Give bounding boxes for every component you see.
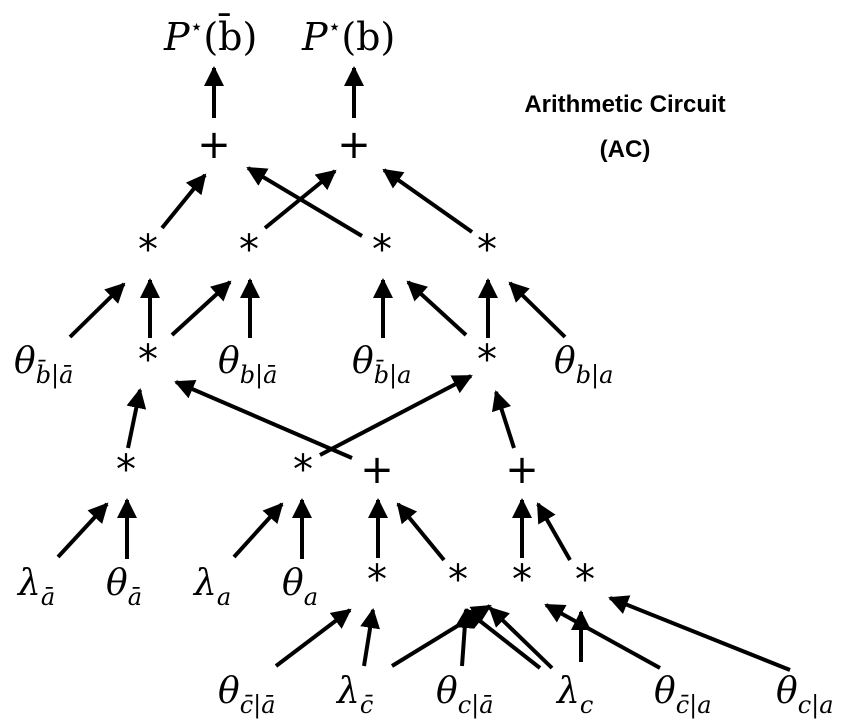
times-node-l2-4: * — [477, 227, 497, 273]
edge-t4-to-plusR — [382, 168, 474, 234]
times-node-l5-2: * — [448, 557, 468, 603]
output-p-b-arg: (b) — [341, 15, 395, 59]
edge-thncna-to-s51 — [274, 608, 352, 668]
leaf-theta-c-na: θc|ā — [436, 671, 494, 720]
leaf-theta-nb-a: θb̄|a — [352, 341, 411, 390]
output-p-b-star: ⋆ — [328, 15, 342, 40]
output-p-not-b-base: P — [163, 15, 191, 59]
output-p-b: P⋆(b) — [301, 15, 395, 59]
leaf-theta-na: θā — [106, 563, 142, 611]
times-node-l2-1: * — [138, 227, 158, 273]
diagram-title-line2: (AC) — [600, 136, 651, 163]
leaf-lambda-nc: λc̄ — [335, 671, 373, 719]
edge-thba-to-t4 — [508, 281, 567, 339]
edge-t1-to-plusL — [160, 173, 207, 230]
edge-thcna-to-s52 — [454, 608, 475, 667]
edge-s54-to-plusR — [536, 502, 572, 561]
times-node-l2-2: * — [239, 227, 259, 273]
times-node-l4-mid: * — [293, 447, 313, 493]
times-node-l2-3: * — [372, 227, 392, 273]
edge-thnca-to-s54 — [544, 603, 661, 670]
edge-mM-to-sR — [319, 374, 473, 457]
edge-lc-to-s52 — [488, 606, 554, 670]
edge-s52-to-plusM — [396, 502, 446, 562]
diagram-title-line1: Arithmetic Circuit — [524, 91, 725, 118]
output-p-not-b: P⋆(b̄) — [163, 14, 257, 59]
edge-lc-to-s53 — [464, 608, 542, 670]
leaf-theta-b-na: θb|ā — [218, 341, 277, 390]
times-node-l5-1: * — [367, 557, 387, 603]
edge-plusR4-to-sR — [491, 390, 516, 449]
leaf-lambda-c: λc — [555, 671, 593, 719]
leaf-theta-nc-na: θc̄|ā — [218, 671, 276, 720]
edge-thca-to-s54 — [608, 595, 791, 672]
plus-node-right: + — [337, 122, 371, 168]
times-node-l5-3: * — [512, 557, 532, 603]
edge-lnc-to-s51 — [360, 608, 381, 667]
leaf-lambda-a: λa — [192, 563, 231, 611]
times-node-l4-left: * — [116, 447, 136, 493]
plus-node-l4-right: + — [505, 447, 539, 493]
leaf-lambda-na: λā — [16, 563, 55, 611]
edge-t2-to-plusR — [263, 169, 337, 230]
edge-t3-to-plusL — [246, 166, 364, 238]
plus-node-l4-mid: + — [360, 447, 394, 493]
svg-text:P⋆(b̄): P⋆(b̄) — [163, 14, 257, 59]
edge-plusM-to-sL — [174, 379, 353, 460]
edge-la-to-mM — [232, 502, 284, 559]
circuit-edges — [56, 66, 791, 672]
edge-sL-to-t2 — [170, 280, 232, 337]
output-p-not-b-arg: (b̄) — [203, 14, 257, 59]
times-node-l3-left: * — [138, 337, 158, 383]
leaf-theta-b-a: θb|a — [554, 341, 613, 390]
svg-text:P⋆(b): P⋆(b) — [301, 15, 395, 59]
leaf-theta-c-a: θc|a — [776, 671, 834, 720]
times-node-l3-right: * — [477, 337, 497, 383]
edge-thnbna-to-t1 — [68, 282, 126, 339]
edge-lna-to-mL — [56, 502, 109, 559]
edge-mL-to-sL — [126, 388, 147, 449]
leaf-theta-nc-a: θc̄|a — [654, 671, 712, 720]
edge-sR-to-t3 — [406, 280, 468, 337]
output-p-not-b-star: ⋆ — [190, 15, 204, 40]
times-node-l5-4: * — [575, 557, 595, 603]
leaf-theta-a: θa — [282, 563, 318, 611]
leaf-theta-nb-na: θb̄|ā — [14, 341, 73, 390]
plus-node-left: + — [197, 122, 231, 168]
output-p-b-base: P — [301, 15, 329, 59]
